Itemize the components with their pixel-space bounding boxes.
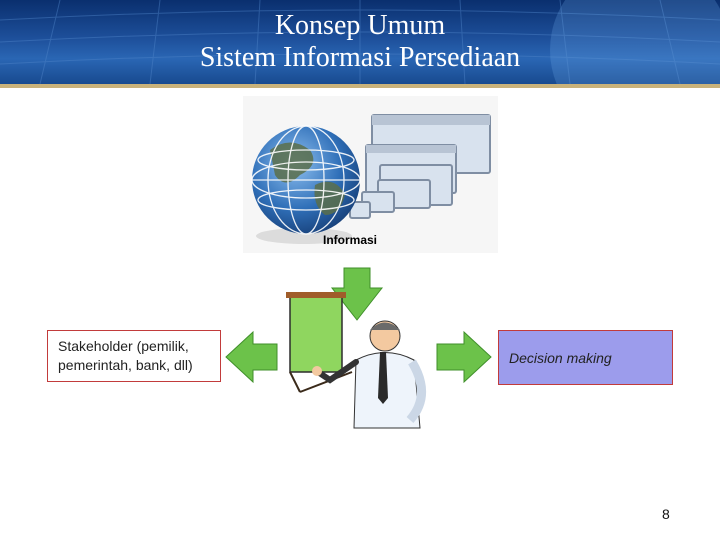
info-label: Informasi — [323, 233, 378, 247]
title-banner: Konsep Umum Sistem Informasi Persediaan — [0, 0, 720, 84]
grid-pattern — [0, 0, 720, 84]
title-line-1: Konsep Umum — [274, 10, 446, 41]
banner-divider — [0, 84, 720, 88]
decision-text: Decision making — [509, 350, 612, 366]
decision-box: Decision making — [498, 330, 673, 385]
stakeholder-box: Stakeholder (pemilik, pemerintah, bank, … — [47, 330, 221, 382]
title-line-2: Sistem Informasi Persediaan — [199, 42, 521, 73]
stakeholder-text: Stakeholder (pemilik, pemerintah, bank, … — [58, 338, 193, 373]
page-number: 8 — [662, 506, 670, 522]
slide-title: Konsep Umum Sistem Informasi Persediaan — [0, 10, 720, 74]
